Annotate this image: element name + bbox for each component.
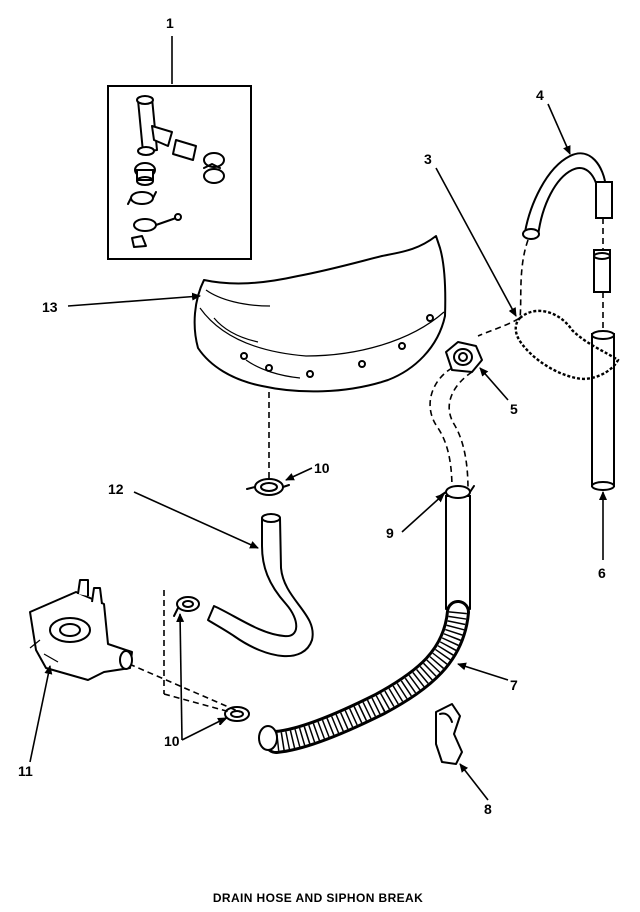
leader-10a (285, 467, 313, 481)
leader-10b-2 (181, 717, 227, 741)
callout-1: 1 (166, 15, 174, 31)
callout-11: 11 (18, 763, 33, 779)
leader-8 (459, 763, 489, 801)
callout-3: 3 (424, 151, 432, 167)
part-11-pump (29, 579, 133, 681)
part-8-hose-clip (435, 703, 463, 765)
callout-13: 13 (42, 299, 58, 315)
part-7-drain-hose (258, 367, 473, 754)
leader-13 (67, 292, 201, 307)
callout-5: 5 (510, 401, 518, 417)
callout-4: 4 (536, 87, 544, 103)
leader-11 (29, 665, 53, 763)
callout-8: 8 (484, 801, 492, 817)
part-13-tub-shroud (193, 235, 447, 393)
part-6-standpipe (591, 292, 615, 491)
diagram-caption: DRAIN HOSE AND SIPHON BREAK (213, 891, 423, 905)
callout-6: 6 (598, 565, 606, 581)
part-1-kit-box (107, 85, 252, 260)
leader-12 (133, 491, 259, 549)
part-9-clamp (439, 485, 475, 499)
callout-9: 9 (386, 525, 394, 541)
part-5-nut (445, 341, 483, 373)
leader-10b-1 (176, 613, 185, 741)
leader-9 (401, 493, 445, 533)
part-3-chain (514, 309, 620, 381)
leader-7 (457, 662, 509, 681)
callout-10-bottom: 10 (164, 733, 180, 749)
leader-4 (547, 103, 571, 155)
part-10-clamp-top (246, 478, 290, 496)
callout-7: 7 (510, 677, 518, 693)
part-12-pump-hose (207, 513, 314, 658)
part-10-clamp-left (173, 596, 200, 617)
leader-3 (435, 167, 517, 317)
leader-5 (479, 367, 509, 401)
part-4-siphon-hose (522, 152, 613, 293)
callout-10-top: 10 (314, 460, 330, 476)
callout-12: 12 (108, 481, 124, 497)
